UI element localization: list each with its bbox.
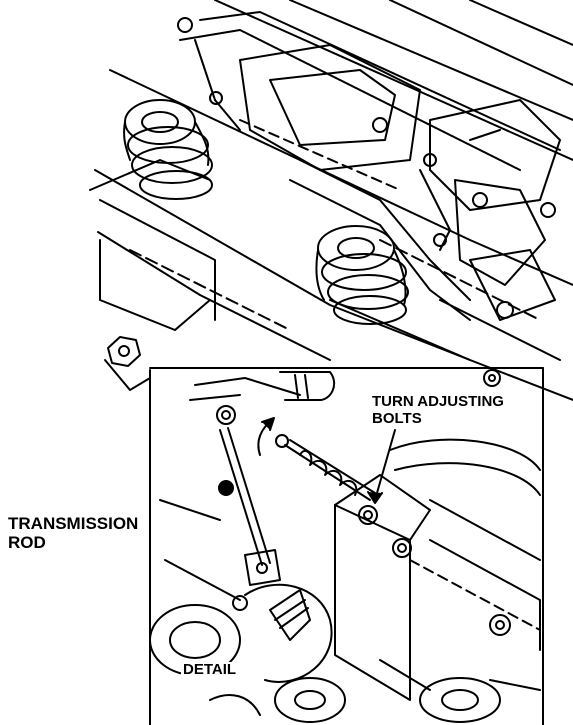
rubber-mount-right: [315, 225, 409, 325]
detail-drawing: [149, 369, 541, 723]
callout-turn-adjusting-bolts: TURN ADJUSTING BOLTS: [371, 393, 505, 428]
leader-line-turn-adjusting-bolts: [374, 429, 396, 501]
callout-transmission-rod: TRANSMISSION ROD: [8, 514, 139, 553]
detail-inset: [149, 367, 544, 725]
upper-engine-assembly: [89, 0, 573, 401]
callout-detail: DETAIL: [181, 661, 239, 679]
rubber-mount-left: [123, 99, 213, 200]
leader-arrowhead-turn-adjusting-bolts: [367, 491, 383, 504]
